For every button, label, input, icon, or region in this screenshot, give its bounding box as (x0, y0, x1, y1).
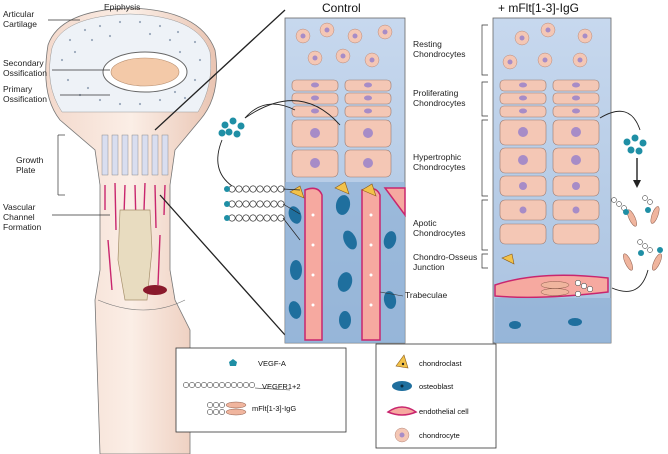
marrow (117, 209, 153, 301)
treated-panel (492, 17, 612, 344)
treated-resting (502, 22, 593, 70)
primary-label: Primary Ossification (3, 84, 47, 104)
control-chondroclasts (289, 181, 377, 199)
zoom-line-top (154, 9, 286, 131)
control-vessels (304, 187, 406, 341)
resting-label: Resting Chondrocytes (413, 39, 465, 59)
proliferating-label: Proliferating Chondrocytes (413, 88, 465, 108)
legend-endothelial-label: endothelial cell (419, 407, 469, 416)
treated-title: + mFlt[1-3]-IgG (498, 1, 579, 15)
vascular-label: Vascular Channel Formation (3, 202, 42, 232)
cartilage-dots (60, 20, 202, 106)
left-label-lines (48, 19, 110, 216)
vegf-icon (229, 359, 237, 366)
vegfr-icon (183, 382, 255, 388)
apoptotic-label: Apotic Chondrocytes (413, 218, 465, 238)
bone-illustration (45, 7, 218, 454)
treated-brackets (481, 24, 488, 269)
legend-vegf-label: VEGF-A (258, 359, 286, 368)
legend-vegfr-label: VEGFR1+2 (262, 382, 301, 391)
hypertrophic-label: Hypertrophic Chondrocytes (413, 152, 465, 172)
legend-left: VEGF-A VEGFR1+2 mFlt[1-3]-IgG (175, 347, 347, 433)
mflt-complexes (611, 195, 663, 271)
growth-plate-label: Growth Plate (16, 155, 46, 175)
chondroclast-icon (395, 354, 409, 369)
vegf-cluster (218, 117, 245, 138)
articular-label: Articular Cartilage (3, 9, 37, 29)
trabeculae-label: Trabeculae (405, 290, 447, 300)
growth-plate-columns (101, 134, 169, 176)
junction-label: Chondro-Osseus Junction (413, 252, 480, 272)
legend-chondroclast-label: chondroclast (419, 359, 462, 368)
epiphysis-label: Epiphysis (104, 2, 140, 12)
control-title: Control (322, 1, 361, 15)
legend-mflt-label: mFlt[1-3]-IgG (252, 404, 296, 413)
legend-chondrocyte-label: chondrocyte (419, 431, 460, 440)
secondary-label: Secondary Ossification (3, 58, 47, 78)
control-osteoblasts (288, 195, 397, 329)
legend-right: chondroclast osteoblast endothelial cell… (375, 343, 497, 449)
receptor-chains (228, 185, 285, 222)
control-panel (284, 17, 406, 344)
resting-chondrocytes (295, 22, 393, 68)
mflt-icon (207, 402, 225, 415)
zoom-line-bottom (159, 194, 286, 336)
endothelial-icon (386, 406, 418, 416)
legend-osteoblast-label: osteoblast (419, 382, 454, 391)
